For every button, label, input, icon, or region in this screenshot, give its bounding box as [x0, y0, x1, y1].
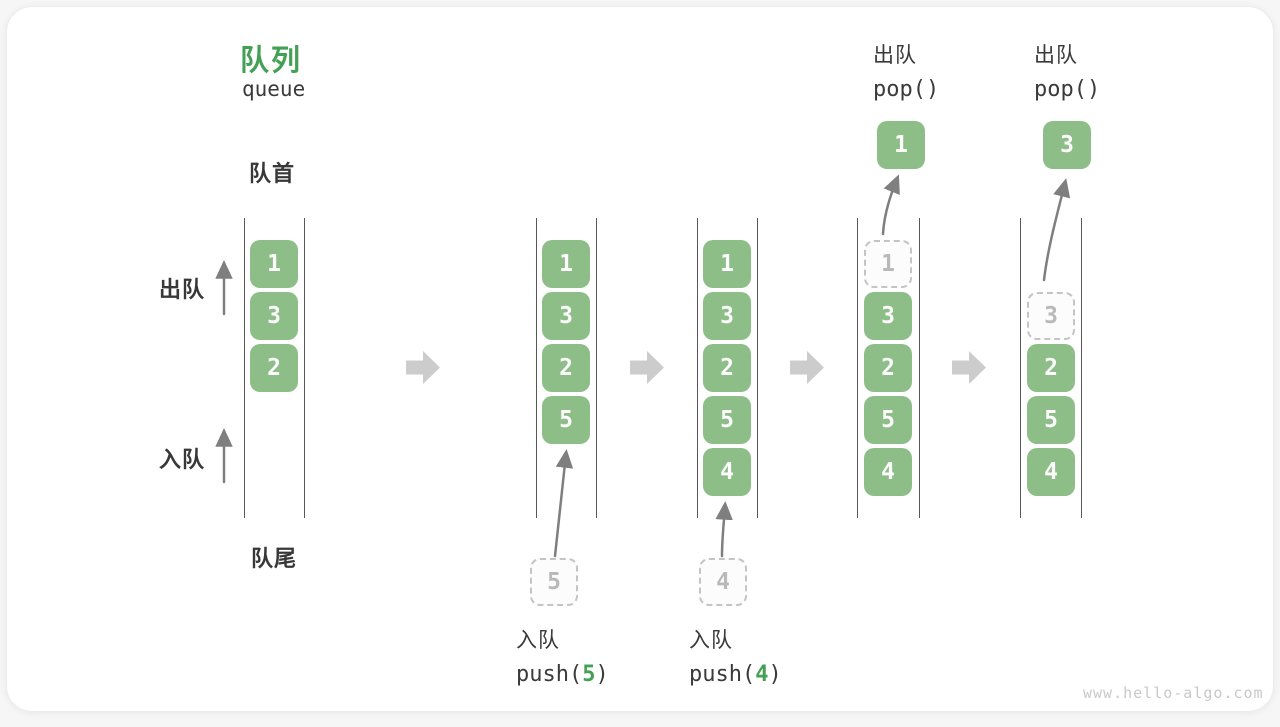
code-prefix: push(: [689, 662, 755, 687]
queue-item: 3: [250, 292, 298, 340]
code-prefix: push(: [516, 662, 582, 687]
flow-arrow-icon: [790, 351, 824, 384]
queue-item: 5: [1027, 396, 1075, 444]
op-code: push(4): [689, 662, 782, 687]
op-code: pop(): [873, 77, 939, 102]
code-suffix: ): [768, 662, 781, 687]
op-name: 出队: [1034, 39, 1100, 69]
label-dequeue-side: 出队: [159, 272, 205, 304]
queue-item: 2: [250, 344, 298, 392]
popped-item: 1: [877, 121, 925, 169]
queue-item: 1: [703, 240, 751, 288]
op-label-push-5: 入队 push(5): [516, 624, 609, 687]
queue-item: 4: [864, 448, 912, 496]
queue-item: 2: [1027, 344, 1075, 392]
code-arg: 4: [755, 662, 768, 687]
code-suffix: ): [595, 662, 608, 687]
incoming-item-ghost: 5: [530, 558, 578, 606]
watermark: www.hello-algo.com: [1083, 684, 1264, 702]
queue-item: 3: [864, 292, 912, 340]
op-code: push(5): [516, 662, 609, 687]
op-name: 出队: [873, 39, 939, 69]
popped-slot-ghost: 1: [864, 240, 912, 288]
flow-arrow-icon: [406, 351, 440, 384]
queue-item: 5: [864, 396, 912, 444]
queue-item: 2: [542, 344, 590, 392]
op-label-push-4: 入队 push(4): [689, 624, 782, 687]
queue-item: 3: [542, 292, 590, 340]
figure-card: 队列 queue 队首 队尾 出队 入队 1 3 2 1 3 2 5 1 3 2…: [6, 6, 1274, 712]
flow-arrow-icon: [630, 351, 664, 384]
queue-item: 2: [703, 344, 751, 392]
op-name: 入队: [516, 624, 609, 654]
popped-item: 3: [1043, 121, 1091, 169]
queue-item: 2: [864, 344, 912, 392]
label-queue-rear: 队尾: [251, 541, 297, 573]
page-subtitle: queue: [242, 77, 305, 101]
incoming-item-ghost: 4: [699, 558, 747, 606]
queue-item: 4: [1027, 448, 1075, 496]
queue-item: 4: [703, 448, 751, 496]
queue-item: 5: [542, 396, 590, 444]
label-enqueue-side: 入队: [159, 442, 205, 474]
queue-item: 3: [703, 292, 751, 340]
page-title: 队列: [240, 37, 302, 79]
code-arg: 5: [582, 662, 595, 687]
label-queue-front: 队首: [249, 156, 295, 188]
flow-arrow-icon: [952, 351, 986, 384]
op-code: pop(): [1034, 77, 1100, 102]
op-name: 入队: [689, 624, 782, 654]
op-label-pop-2: 出队 pop(): [1034, 39, 1100, 102]
popped-slot-ghost: 3: [1027, 292, 1075, 340]
op-label-pop-1: 出队 pop(): [873, 39, 939, 102]
queue-item: 1: [542, 240, 590, 288]
queue-item: 5: [703, 396, 751, 444]
queue-item: 1: [250, 240, 298, 288]
